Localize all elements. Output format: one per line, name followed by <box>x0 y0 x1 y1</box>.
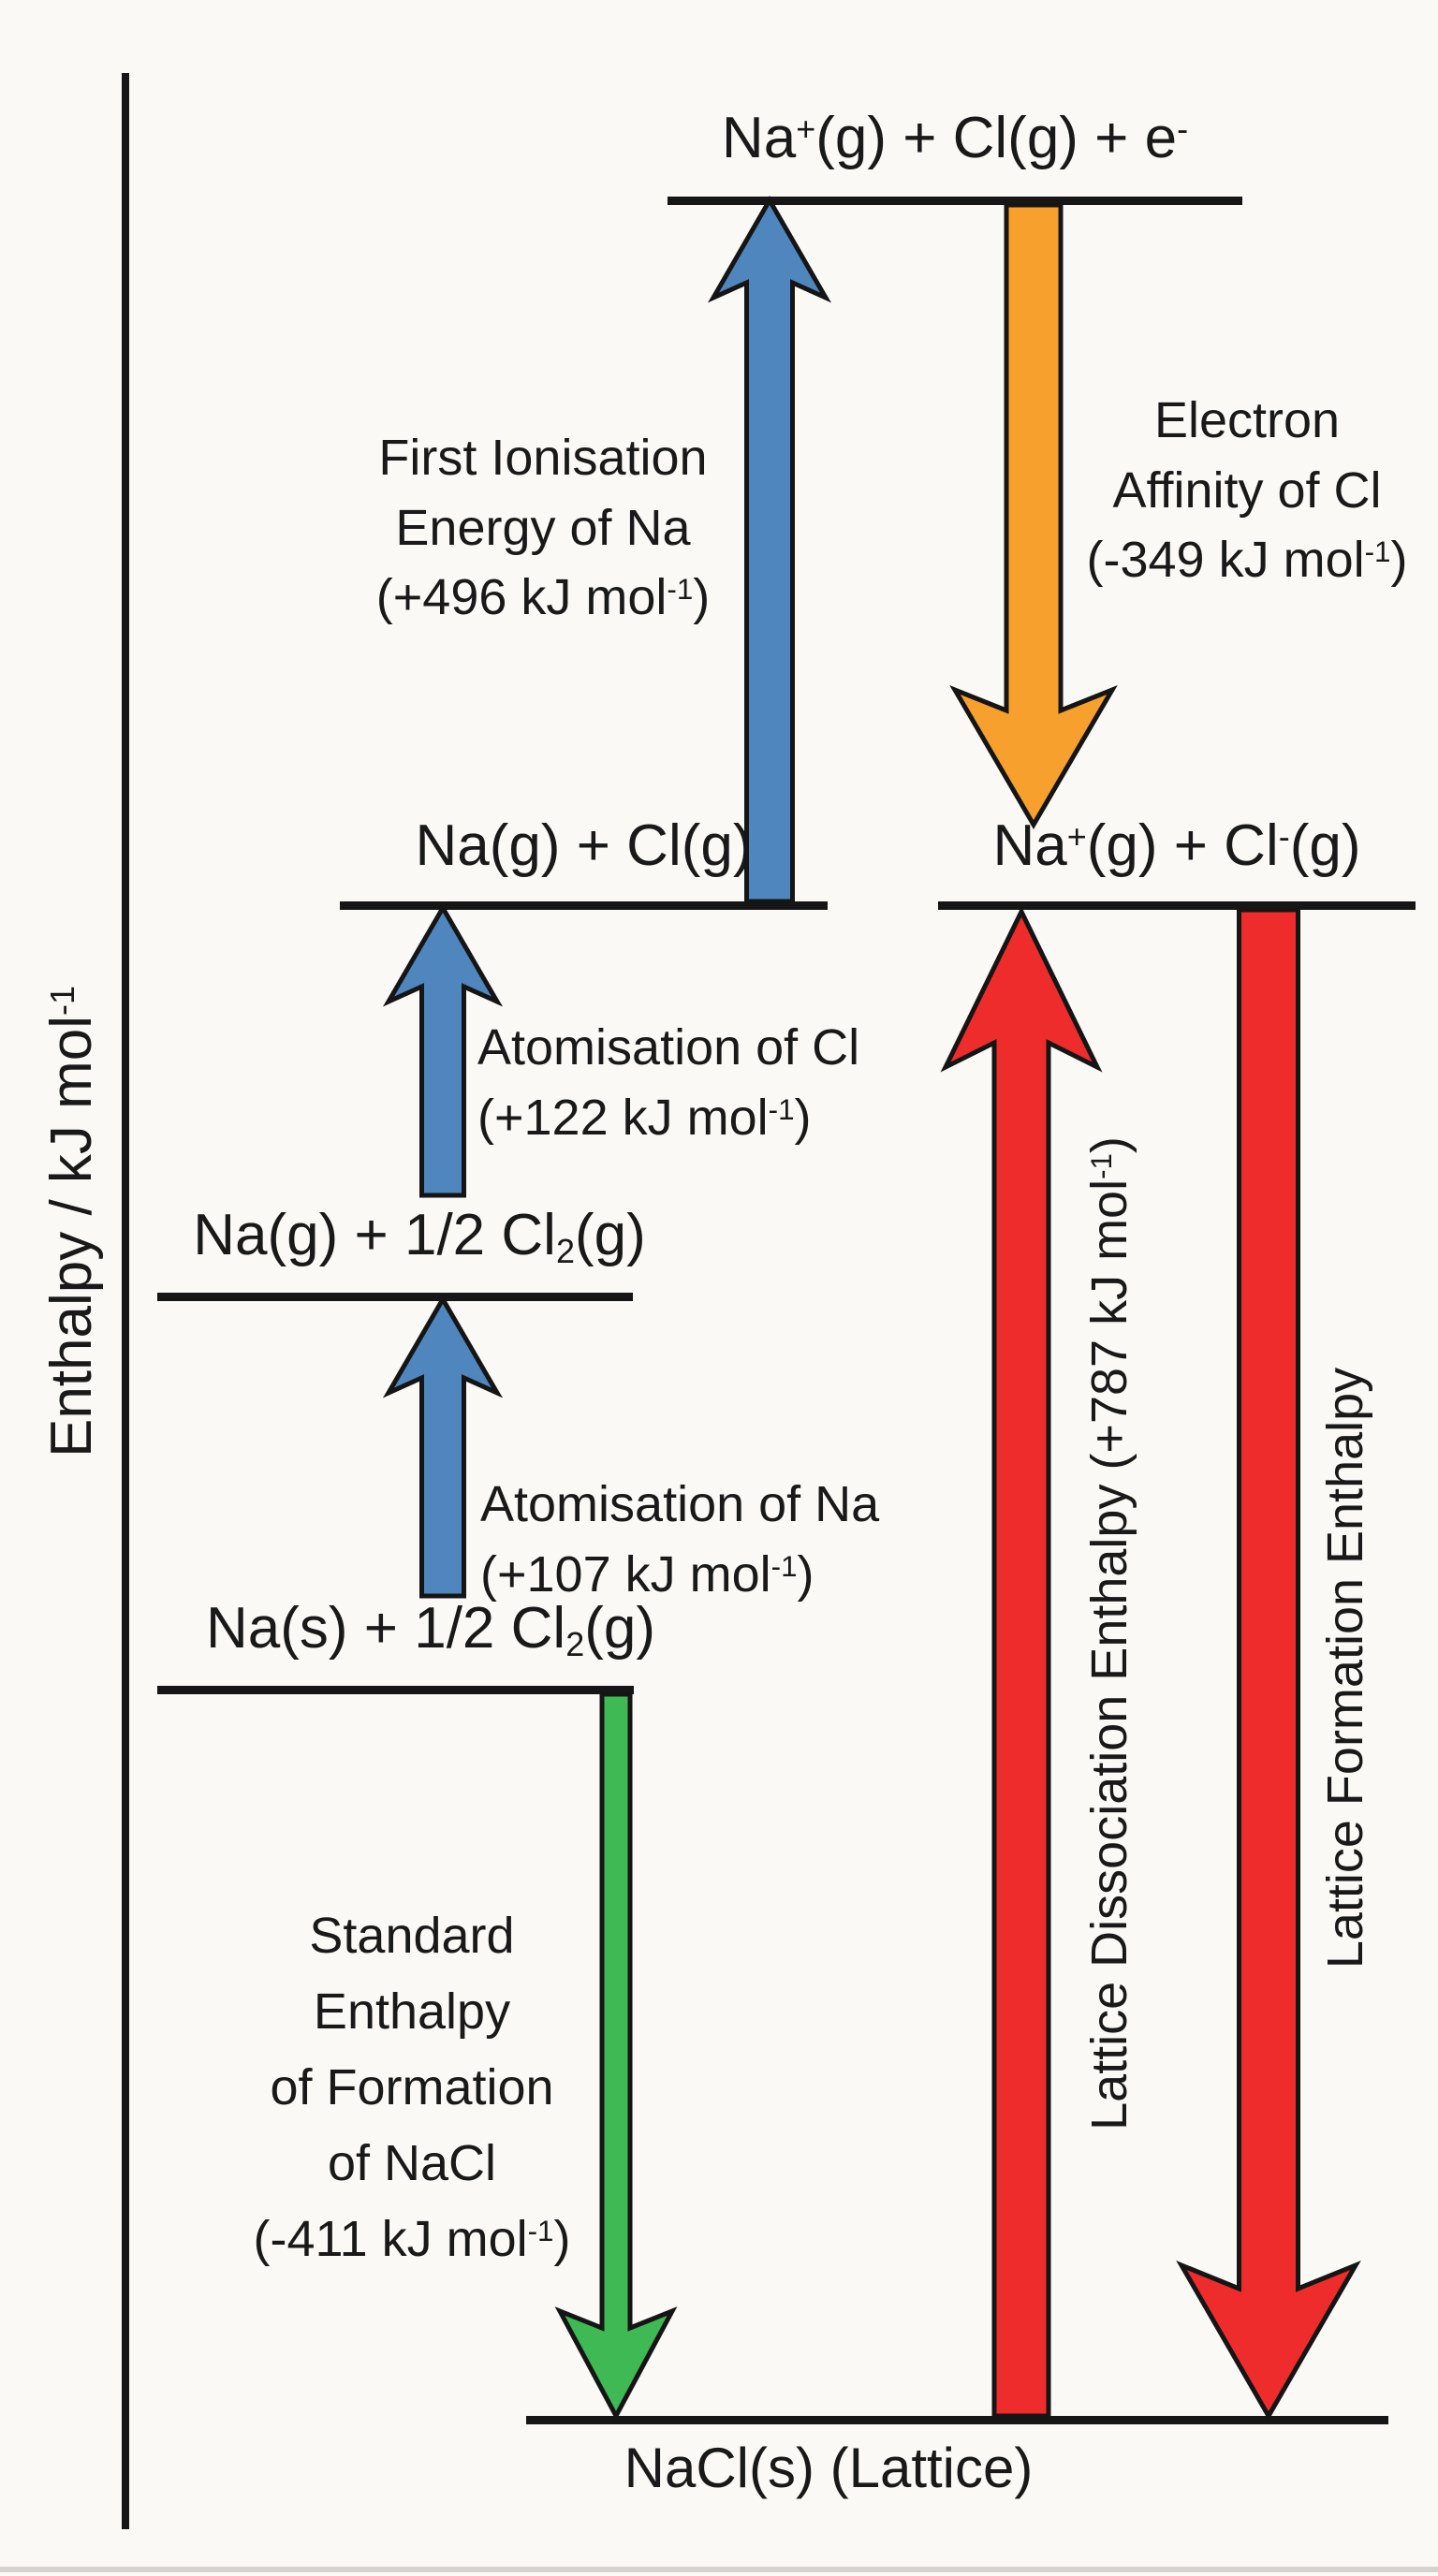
lattice-formation-arrow <box>1176 907 1361 2421</box>
level-formula-sodium-gas: Na(g) + 1/2 Cl2(g) <box>150 1202 689 1270</box>
enthalpy-axis-label: Enthalpy / kJ mol-1 <box>35 866 110 1577</box>
scan-edge-artifact <box>0 2567 1438 2572</box>
level-line-sodium-gas <box>157 1293 633 1301</box>
formula-text: Na <box>721 106 797 170</box>
label-line: Atomisation of Cl <box>477 1019 860 1076</box>
label-line: of NaCl <box>327 2135 497 2191</box>
level-formula-sodium-solid: Na(s) + 1/2 Cl2(g) <box>150 1595 712 1663</box>
formula-superscript: + <box>1066 817 1087 856</box>
atomisation-na-arrow <box>382 1295 504 1599</box>
formula-superscript: - <box>1177 110 1189 149</box>
lattice-formation-label: Lattice Formation Enthalpy <box>1317 1367 1373 1969</box>
atomisation-cl-arrow <box>382 903 504 1198</box>
standard-formation-arrow <box>554 1691 678 2422</box>
formula-text: Na(s) + 1/2 Cl <box>206 1596 566 1661</box>
label-line: of Formation <box>270 2059 554 2115</box>
label-line: Atomisation of Na <box>480 1476 880 1532</box>
formula-text: Na(g) + 1/2 Cl <box>193 1203 556 1267</box>
label-value: (+122 kJ mol-1) <box>477 1089 812 1146</box>
formula-text: Na <box>992 813 1067 878</box>
label-line: Affinity of Cl <box>1112 461 1382 519</box>
axis-label-text: Enthalpy / kJ mol <box>39 1015 104 1458</box>
lattice-dissociation-arrow <box>940 906 1103 2419</box>
formula-text: (g) <box>584 1596 655 1661</box>
formula-text: (g) + Cl(g) + e <box>815 106 1178 170</box>
label-line: Electron <box>1153 392 1341 448</box>
level-formula-gaseous-atoms: Na(g) + Cl(g) <box>340 812 828 879</box>
level-line-sodium-solid <box>157 1686 634 1694</box>
arrow-down-shape <box>949 202 1118 829</box>
arrow-up-shape <box>382 903 504 1198</box>
label-value: (+107 kJ mol-1) <box>480 1545 814 1603</box>
arrow-down-shape <box>554 1691 678 2422</box>
electron-affinity-arrow <box>949 202 1118 829</box>
label-value: (-349 kJ mol-1) <box>1086 532 1408 589</box>
level-line-gaseous-ions <box>938 901 1416 910</box>
formula-superscript: - <box>1278 817 1290 856</box>
axis-label-exponent: -1 <box>43 985 82 1016</box>
level-line-lattice <box>526 2416 1388 2424</box>
level-formula-gaseous-ions: Na+(g) + Cl-(g) <box>938 812 1416 879</box>
standard-formation-label: Standard Enthalpy of Formation of NaCl (… <box>178 1898 646 2277</box>
formula-superscript: + <box>796 110 816 149</box>
first-ionisation-arrow <box>707 195 832 904</box>
arrow-up-shape <box>707 195 832 904</box>
atomisation-na-label: Atomisation of Na (+107 kJ mol-1) <box>480 1470 967 1609</box>
label-line: Enthalpy <box>313 1983 511 2040</box>
lattice-dissociation-label: Lattice Dissociation Enthalpy (+787 kJ m… <box>1081 1136 1137 2130</box>
arrow-up-shape <box>940 906 1103 2419</box>
level-line-ions-plus-electron <box>668 197 1242 205</box>
atomisation-cl-label: Atomisation of Cl (+122 kJ mol-1) <box>477 1013 964 1152</box>
formula-subscript: 2 <box>555 1231 575 1270</box>
formula-subscript: 2 <box>565 1624 585 1663</box>
level-line-gaseous-atoms <box>340 901 828 910</box>
arrow-up-shape <box>382 1295 504 1599</box>
electron-affinity-label: Electron Affinity of Cl (-349 kJ mol-1) <box>1060 386 1434 595</box>
label-line: Standard <box>309 1908 515 1964</box>
formula-text: Na(g) + Cl(g) <box>415 813 753 878</box>
label-line: Energy of Na <box>395 499 691 556</box>
label-line: First Ionisation <box>378 430 708 486</box>
formula-text: (g) <box>1289 813 1361 878</box>
enthalpy-axis-line <box>122 73 129 2529</box>
level-formula-lattice: NaCl(s) (Lattice) <box>524 2436 1133 2500</box>
first-ionisation-label: First Ionisation Energy of Na (+496 kJ m… <box>309 423 777 633</box>
arrow-down-shape <box>1176 907 1361 2421</box>
formula-text: NaCl(s) (Lattice) <box>624 2437 1034 2499</box>
formula-text: (g) <box>574 1203 646 1267</box>
formula-text: (g) + Cl <box>1086 813 1279 878</box>
level-formula-ions-plus-electron: Na+(g) + Cl(g) + e- <box>668 105 1242 171</box>
label-value: (+496 kJ mol-1) <box>375 569 711 626</box>
label-value: (-411 kJ mol-1) <box>253 2211 571 2267</box>
